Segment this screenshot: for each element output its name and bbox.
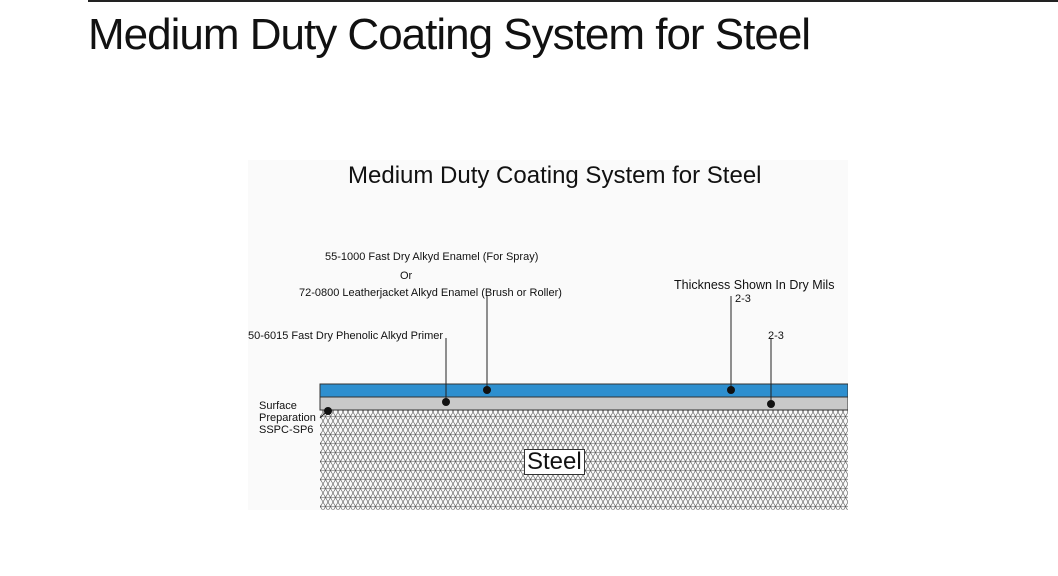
steel-label: Steel (524, 449, 585, 475)
surface-prep-dot (324, 407, 332, 415)
primer-thickness-dot (767, 400, 775, 408)
diagram-title: Medium Duty Coating System for Steel (348, 162, 762, 189)
coating-system-diagram: Medium Duty Coating System for Steel 55-… (248, 160, 848, 510)
surface-prep-line-2: Preparation (259, 412, 316, 424)
topcoat-product-2: 72-0800 Leatherjacket Alkyd Enamel (Brus… (299, 287, 562, 299)
primer-product: 50-6015 Fast Dry Phenolic Alkyd Primer (248, 330, 444, 342)
topcoat-or: Or (400, 270, 413, 282)
thickness-title: Thickness Shown In Dry Mils (674, 278, 835, 292)
topcoat-dot (483, 386, 491, 394)
page-title: Medium Duty Coating System for Steel (88, 10, 811, 59)
top-rule (88, 0, 1058, 2)
surface-prep-line-3: SSPC-SP6 (259, 424, 314, 436)
primer-dot (442, 398, 450, 406)
topcoat-product-1: 55-1000 Fast Dry Alkyd Enamel (For Spray… (325, 251, 539, 263)
diagram-graphics (319, 296, 848, 510)
primer-thickness: 2-3 (768, 330, 784, 342)
topcoat-thickness-dot (727, 386, 735, 394)
topcoat-thickness: 2-3 (735, 293, 751, 305)
surface-prep-line-1: Surface (259, 400, 297, 412)
topcoat-layer (319, 383, 848, 398)
